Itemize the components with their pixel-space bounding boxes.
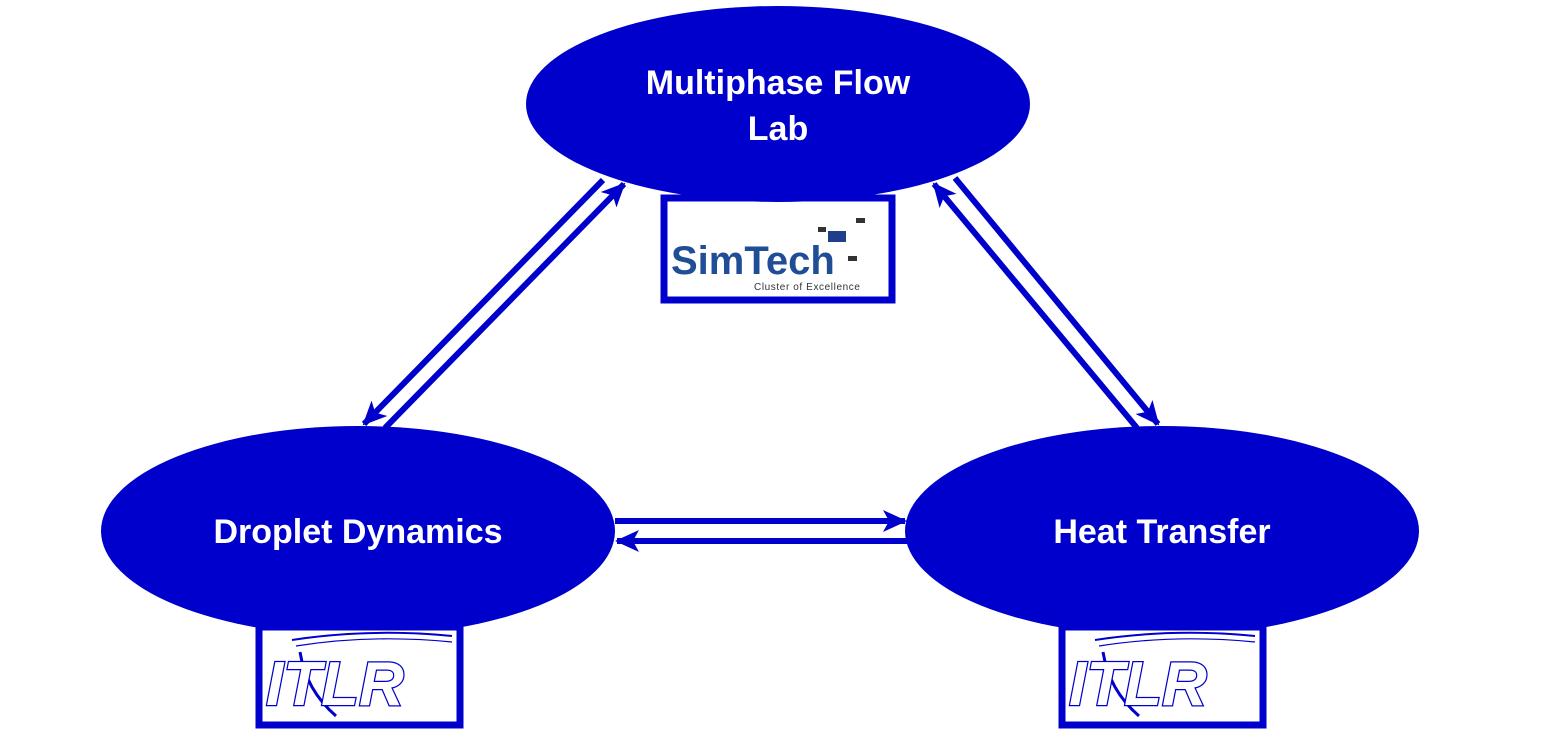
- itlr-logo-right-swoosh: [1094, 631, 1256, 641]
- node-heat-transfer-label: Heat Transfer: [1053, 513, 1270, 551]
- simtech-logo-square: [818, 227, 826, 232]
- itlr-logo-right-name: ITLR: [1069, 650, 1207, 719]
- node-heat-transfer: Heat Transfer: [905, 426, 1419, 636]
- node-multiphase-flow-lab-line1: Multiphase Flow: [646, 64, 911, 102]
- simtech-logo-name: SimTech: [671, 239, 835, 283]
- arrows-left-right: [615, 510, 907, 552]
- node-multiphase-flow-lab: Multiphase Flow Lab: [526, 6, 1030, 202]
- simtech-logo-square: [848, 256, 857, 261]
- simtech-logo-subtitle: Cluster of Excellence: [754, 282, 861, 293]
- itlr-logo-right-swoosh: [1098, 638, 1256, 647]
- node-multiphase-flow-lab-shape: [526, 6, 1030, 202]
- node-heat-transfer-shape: [905, 426, 1419, 636]
- itlr-logo-left-swoosh: [295, 638, 453, 647]
- itlr-logo-right: ITLR: [1058, 623, 1267, 729]
- arrow-right-to-top: [931, 182, 1140, 430]
- node-multiphase-flow-lab-line2: Lab: [748, 110, 808, 148]
- simtech-logo-square: [856, 218, 865, 223]
- arrow-top-to-left: [361, 177, 606, 427]
- node-droplet-dynamics-shape: [101, 426, 615, 636]
- arrows-top-left: [361, 177, 627, 431]
- arrows-top-right: [931, 176, 1161, 430]
- simtech-logo: SimTech Cluster of Excellence: [660, 194, 896, 304]
- arrow-top-to-right: [952, 176, 1161, 426]
- itlr-logo-left-name: ITLR: [266, 650, 404, 719]
- itlr-logo-left-swoosh: [291, 631, 453, 641]
- itlr-logo-left-swoosh: [298, 651, 337, 718]
- itlr-logo-right-frame: [1058, 623, 1267, 729]
- simtech-logo-square: [828, 231, 846, 242]
- arrow-left-to-top: [382, 181, 627, 431]
- itlr-logo-left: ITLR: [255, 623, 464, 729]
- node-droplet-dynamics: Droplet Dynamics: [101, 426, 615, 636]
- itlr-logo-right-swoosh: [1101, 651, 1140, 718]
- itlr-logo-left-frame: [255, 623, 464, 729]
- node-droplet-dynamics-label: Droplet Dynamics: [213, 513, 502, 551]
- simtech-logo-frame: [660, 194, 896, 304]
